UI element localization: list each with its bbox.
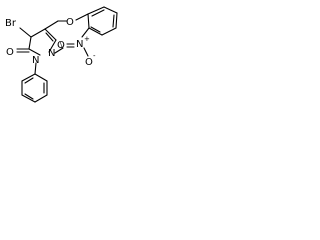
nitro-group [66,27,90,57]
chemical-structure: Br O N N \ O N + O O - [5,6,118,103]
bromine-atom-label: Br [5,18,17,29]
nitro-oxygen-label-1: O [57,40,65,51]
ether-oxygen-label: O [66,17,74,28]
nitro-nitrogen-label: N [76,39,83,50]
nitrophenyl-ring [75,6,118,36]
nitro-minus-charge: - [93,52,96,60]
methyl-mark: \ [60,41,63,49]
pyrazolone-ring [28,28,57,56]
phenyl-ring [21,62,48,103]
n2-atom-label: N [48,48,55,59]
ether-linker [44,20,68,30]
br-bond [19,27,32,38]
carbonyl-oxygen-label: O [6,47,14,58]
nitro-oxygen-label-2: O [85,57,93,68]
n1-atom-label: N [32,55,39,66]
nitro-plus-charge: + [84,35,90,43]
methyl-bond [54,47,64,54]
carbonyl-bond [16,48,30,53]
